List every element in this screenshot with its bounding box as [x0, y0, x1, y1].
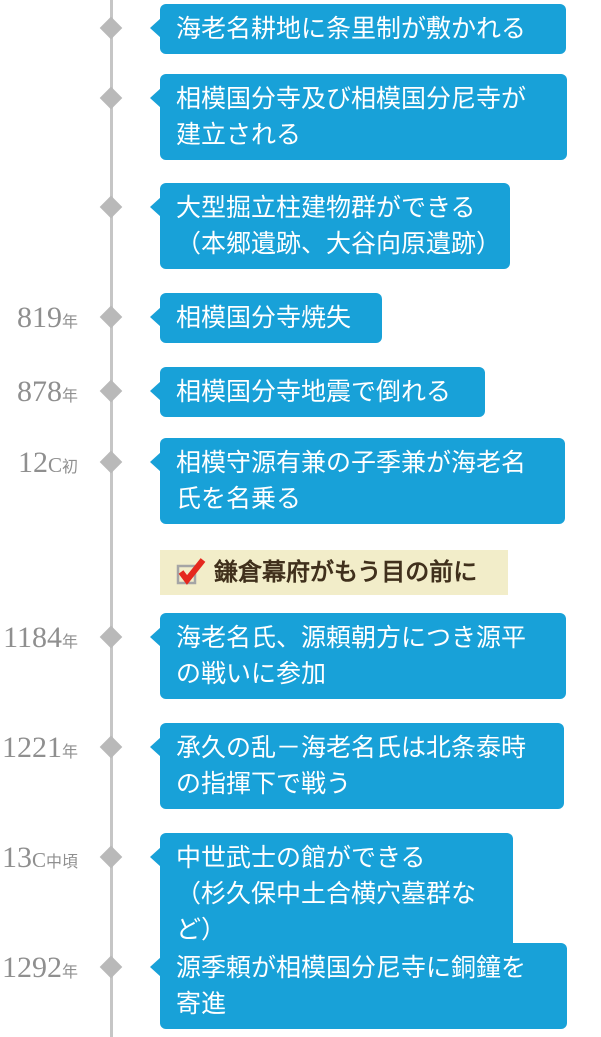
diamond-marker-icon — [99, 735, 123, 759]
event-text: 大型掘立柱建物群ができる （本郷遺跡、大谷向原遺跡） — [176, 194, 502, 258]
event-text: 相模国分寺及び相模国分尼寺が 建立される — [176, 85, 527, 149]
year-unit: 年 — [61, 314, 78, 331]
year-unit: 年 — [61, 634, 78, 651]
timeline-row: 878年 相模国分寺地震で倒れる — [0, 367, 601, 417]
event-bubble: 相模国分寺地震で倒れる — [150, 367, 485, 417]
diamond-marker-icon — [99, 195, 123, 219]
timeline-row: 海老名耕地に条里制が敷かれる — [0, 4, 601, 54]
event-text: 承久の乱－海老名氏は北条泰時 の指揮下で戦う — [176, 734, 527, 798]
year-unit: 年 — [61, 964, 78, 981]
timeline-line — [110, 0, 113, 1037]
year-unit: 初 — [61, 459, 78, 476]
year-century-mark: C — [47, 453, 62, 477]
diamond-marker-icon — [99, 379, 123, 403]
year-label: 13C中頃 — [0, 840, 78, 876]
timeline-row: 1292年 源季頼が相模国分尼寺に銅鐘を 寄進 — [0, 943, 601, 1029]
year-number: 878 — [16, 375, 62, 408]
year-label: 1221年 — [0, 730, 78, 766]
event-text: 中世武士の館ができる （杉久保中土合横穴墓群など） — [176, 844, 477, 944]
year-unit: 中頃 — [45, 854, 78, 871]
event-text: 海老名耕地に条里制が敷かれる — [176, 15, 527, 43]
event-text: 相模国分寺焼失 — [176, 304, 352, 332]
event-bubble: 相模守源有兼の子季兼が海老名 氏を名乗る — [150, 438, 565, 524]
year-label: 878年 — [0, 374, 78, 410]
event-bubble: 相模国分寺焼失 — [150, 293, 382, 343]
event-text: 相模守源有兼の子季兼が海老名 氏を名乗る — [176, 449, 527, 513]
event-bubble: 源季頼が相模国分尼寺に銅鐘を 寄進 — [150, 943, 567, 1029]
event-bubble: 大型掘立柱建物群ができる （本郷遺跡、大谷向原遺跡） — [150, 183, 510, 269]
diamond-marker-icon — [99, 845, 123, 869]
event-text: 源季頼が相模国分尼寺に銅鐘を 寄進 — [176, 954, 527, 1018]
year-number: 1221 — [1, 731, 62, 764]
timeline-row: 12C初 相模守源有兼の子季兼が海老名 氏を名乗る — [0, 438, 601, 524]
event-text: 相模国分寺地震で倒れる — [176, 378, 452, 406]
year-label: 1184年 — [0, 620, 78, 656]
diamond-marker-icon — [99, 955, 123, 979]
year-century-mark: C — [31, 848, 46, 872]
diamond-marker-icon — [99, 625, 123, 649]
year-number: 819 — [16, 301, 62, 334]
year-label: 819年 — [0, 300, 78, 336]
highlight-text: 鎌倉幕府がもう目の前に — [214, 559, 478, 586]
event-text: 海老名氏、源頼朝方につき源平 の戦いに参加 — [176, 624, 527, 688]
timeline-row: 819年 相模国分寺焼失 — [0, 293, 601, 343]
year-label: 12C初 — [0, 445, 78, 481]
diamond-marker-icon — [99, 86, 123, 110]
event-bubble: 海老名耕地に条里制が敷かれる — [150, 4, 566, 54]
diamond-marker-icon — [99, 450, 123, 474]
timeline-row: 相模国分寺及び相模国分尼寺が 建立される — [0, 74, 601, 160]
timeline-row: 大型掘立柱建物群ができる （本郷遺跡、大谷向原遺跡） — [0, 183, 601, 269]
timeline-row-highlight: 鎌倉幕府がもう目の前に — [0, 550, 601, 595]
year-number: 1292 — [1, 951, 62, 984]
event-bubble: 海老名氏、源頼朝方につき源平 の戦いに参加 — [150, 613, 566, 699]
timeline-row: 1184年 海老名氏、源頼朝方につき源平 の戦いに参加 — [0, 613, 601, 699]
year-number: 12 — [17, 446, 48, 479]
year-unit: 年 — [61, 388, 78, 405]
event-bubble: 中世武士の館ができる （杉久保中土合横穴墓群など） — [150, 833, 513, 955]
diamond-marker-icon — [99, 305, 123, 329]
year-label: 1292年 — [0, 950, 78, 986]
event-bubble: 承久の乱－海老名氏は北条泰時 の指揮下で戦う — [150, 723, 564, 809]
checked-checkbox-icon — [176, 558, 206, 585]
diamond-marker-icon — [99, 16, 123, 40]
event-bubble: 相模国分寺及び相模国分尼寺が 建立される — [150, 74, 567, 160]
timeline-row: 1221年 承久の乱－海老名氏は北条泰時 の指揮下で戦う — [0, 723, 601, 809]
year-number: 1184 — [3, 621, 62, 654]
timeline-row: 13C中頃 中世武士の館ができる （杉久保中土合横穴墓群など） — [0, 833, 601, 955]
year-number: 13 — [1, 841, 32, 874]
year-unit: 年 — [61, 744, 78, 761]
highlight-banner: 鎌倉幕府がもう目の前に — [160, 550, 508, 595]
